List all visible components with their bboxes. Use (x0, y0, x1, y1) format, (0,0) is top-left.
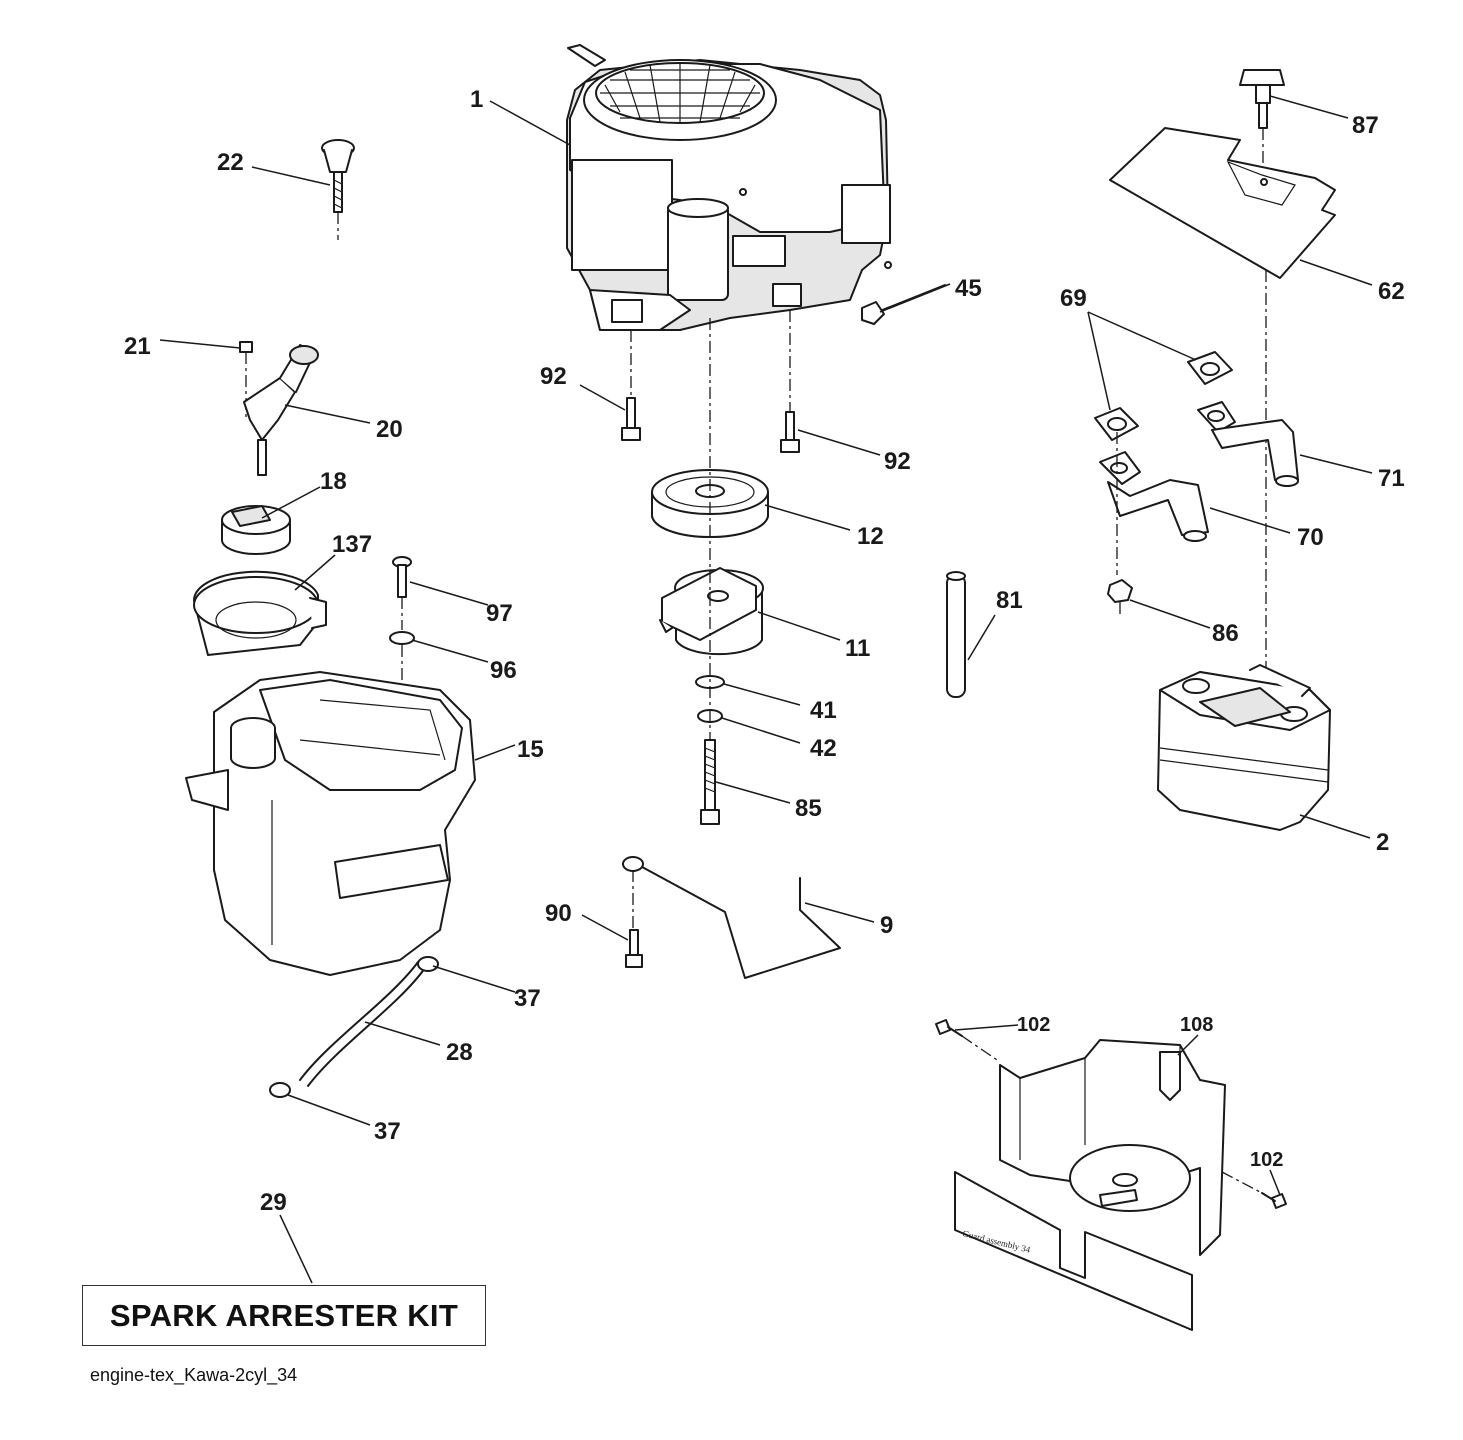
callout-92-right: 92 (884, 448, 911, 475)
callout-86: 86 (1212, 620, 1239, 647)
callout-71: 71 (1378, 465, 1405, 492)
callout-97: 97 (486, 600, 513, 627)
fuel-cap-part (221, 505, 291, 555)
callout-85: 85 (795, 795, 822, 822)
callout-62: 62 (1378, 278, 1405, 305)
callout-9: 9 (880, 912, 893, 939)
knob-22-part (321, 139, 355, 240)
callout-96: 96 (490, 657, 517, 684)
dipstick-part (861, 284, 946, 325)
fuel-hose-part (299, 961, 426, 1087)
washer-96-part (389, 631, 415, 645)
callout-42: 42 (810, 735, 837, 762)
callout-137: 137 (332, 531, 372, 558)
bolt-90-part (625, 870, 643, 968)
callout-11: 11 (845, 635, 870, 662)
callout-28: 28 (446, 1039, 473, 1066)
callout-102-upper: 102 (1017, 1014, 1050, 1036)
diagram-reference-id: engine-tex_Kawa-2cyl_34 (90, 1365, 298, 1385)
clamp-37-upper-part (417, 956, 439, 972)
callout-18: 18 (320, 468, 347, 495)
spark-arrester-kit-box: SPARK ARRESTER KIT (82, 1285, 486, 1346)
clamp-37-lower-part (269, 1082, 291, 1098)
heat-shield-part (1109, 127, 1336, 279)
tube-81-part (946, 571, 966, 698)
gasket-69-upper-part (1187, 351, 1233, 385)
callout-20: 20 (376, 416, 403, 443)
callout-22: 22 (217, 149, 244, 176)
leader-lines (159, 95, 1373, 1284)
callout-69: 69 (1060, 285, 1087, 312)
callout-45: 45 (955, 275, 982, 302)
funnel-137-part (193, 570, 327, 656)
pto-clutch-part (659, 567, 764, 656)
knob-87-part (1239, 69, 1285, 170)
exhaust-pipe-70-part (1099, 451, 1209, 542)
callout-15: 15 (517, 736, 544, 763)
nut-86-part (1107, 579, 1133, 603)
rod-9-part (622, 856, 841, 979)
callout-29: 29 (260, 1189, 287, 1216)
engine-part (566, 44, 892, 331)
callout-12: 12 (857, 523, 884, 550)
bolt-102-upper-part (935, 1019, 1001, 1063)
callout-41: 41 (810, 697, 837, 724)
spark-arrester-kit-label: SPARK ARRESTER KIT (109, 1297, 459, 1333)
muffler-part (1157, 664, 1331, 831)
callout-108: 108 (1180, 1014, 1213, 1036)
callout-90: 90 (545, 900, 572, 927)
bolt-102-lower-part (1221, 1171, 1287, 1209)
callout-102-lower: 102 (1250, 1149, 1283, 1171)
bolt-92-right-part (780, 411, 800, 453)
callout-37-upper: 37 (514, 985, 541, 1012)
fuel-tank-part (185, 671, 476, 976)
gasket-69-lower-part (1094, 407, 1139, 441)
guard-108-part (954, 1039, 1226, 1331)
screw-97-part (392, 556, 412, 630)
bolt-92-left-part (621, 397, 641, 441)
callout-37-lower: 37 (374, 1118, 401, 1145)
callout-87: 87 (1352, 112, 1379, 139)
exhaust-pipe-71-part (1197, 401, 1299, 487)
throttle-lever-part (239, 341, 319, 476)
callout-92-left: 92 (540, 363, 567, 390)
callout-21: 21 (124, 333, 151, 360)
callout-2: 2 (1376, 829, 1389, 856)
callout-70: 70 (1297, 524, 1324, 551)
callout-1: 1 (470, 86, 483, 113)
callout-81: 81 (996, 587, 1023, 614)
